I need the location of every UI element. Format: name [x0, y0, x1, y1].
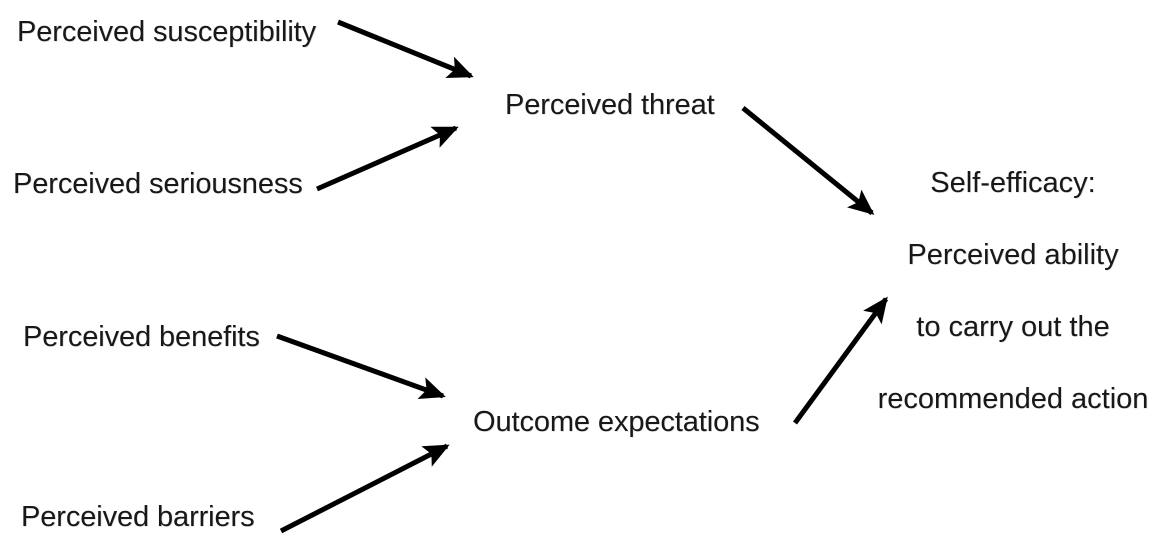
node-label-text: Perceived susceptibility [17, 16, 317, 48]
node-label-text: Perceived seriousness [13, 168, 303, 200]
node-label-text: Perceived barriers [21, 501, 255, 533]
self-efficacy-line-2: Perceived ability [907, 239, 1119, 271]
node-perceived-seriousness: Perceived seriousness [13, 170, 303, 199]
node-perceived-susceptibility: Perceived susceptibility [17, 18, 316, 47]
node-perceived-threat: Perceived threat [505, 91, 715, 120]
self-efficacy-line-4: recommended action [877, 383, 1149, 415]
node-label-text: Perceived benefits [23, 321, 260, 353]
self-efficacy-line-1: Self-efficacy: [930, 167, 1096, 199]
node-perceived-benefits: Perceived benefits [23, 323, 260, 352]
node-label-text: Perceived threat [505, 89, 715, 121]
node-outcome-expectations: Outcome expectations [473, 408, 760, 437]
self-efficacy-line-3: to carry out the [916, 311, 1110, 343]
node-perceived-barriers: Perceived barriers [21, 503, 255, 532]
arrow-susceptibility-to-threat [337, 19, 474, 79]
node-self-efficacy: Self-efficacy: Perceived ability to carr… [0, 147, 1163, 435]
arrow-barriers-to-outcome [279, 443, 450, 534]
node-label-text: Outcome expectations [473, 406, 760, 438]
